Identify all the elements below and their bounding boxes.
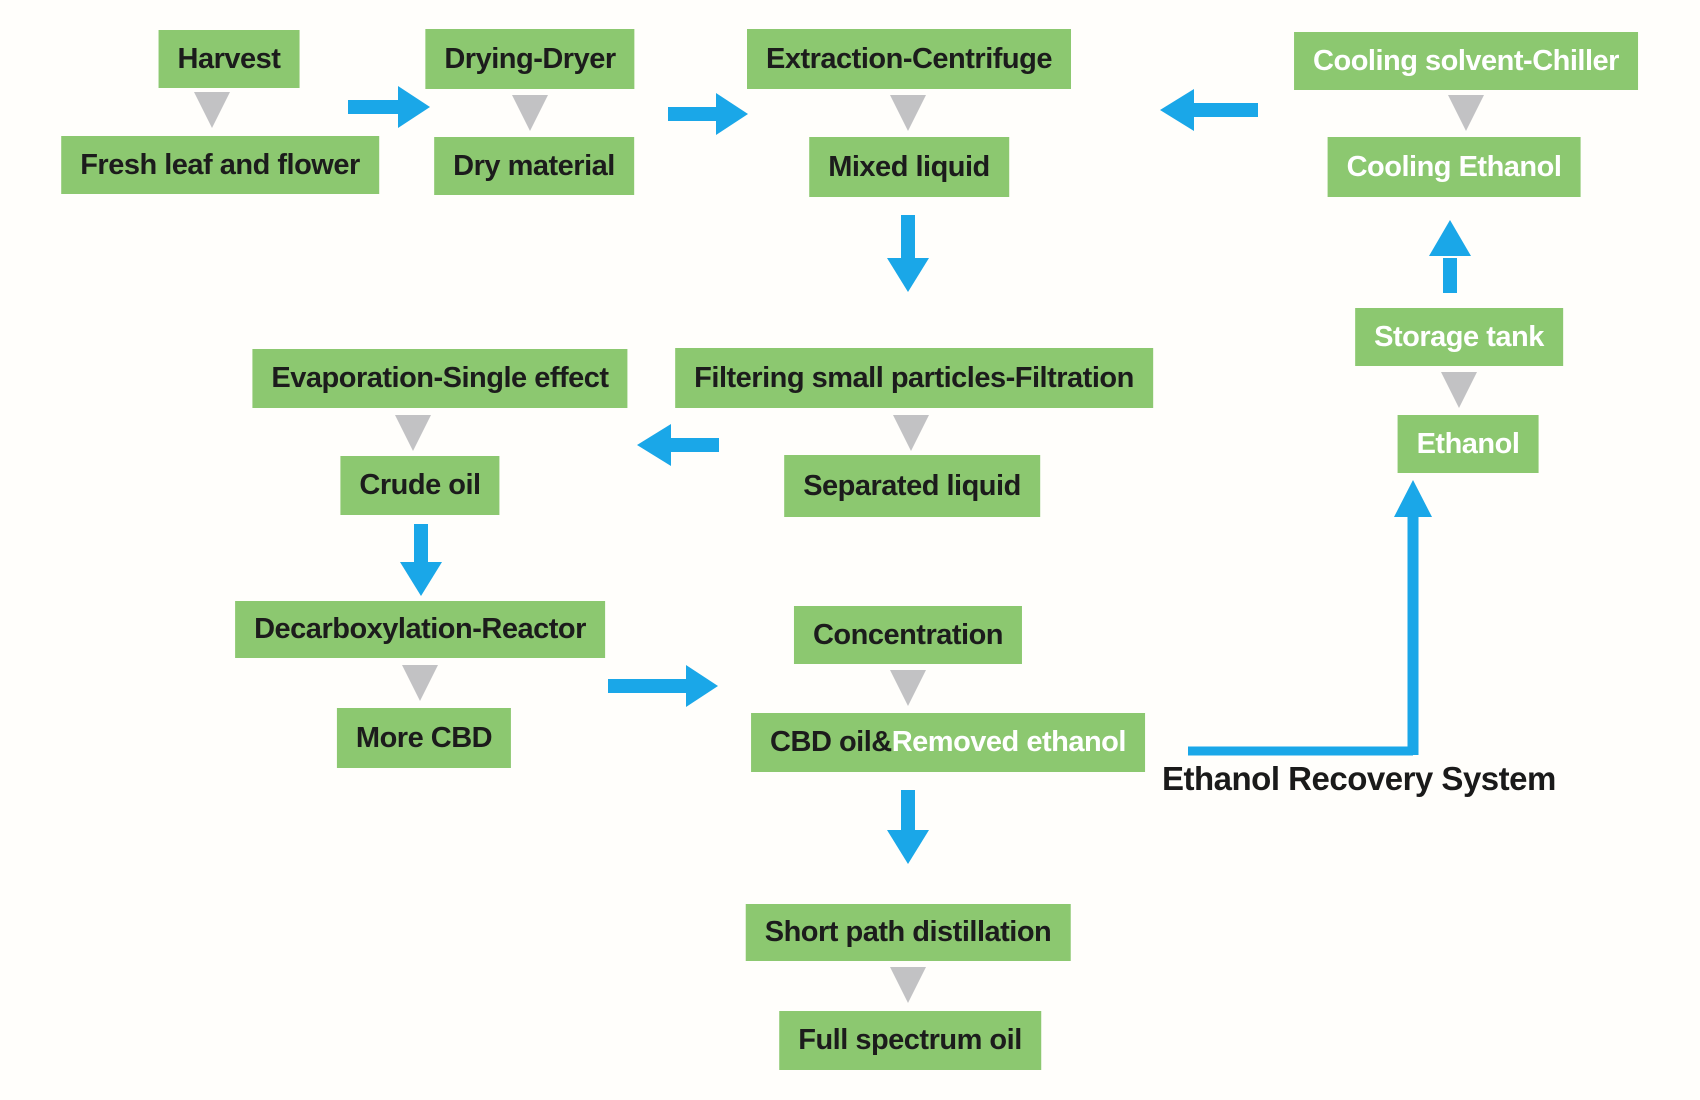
node-decarboxylation: Decarboxylation-Reactor [235, 601, 605, 658]
node-filtering: Filtering small particles-Filtration [675, 348, 1153, 408]
node-drying: Drying-Dryer [425, 29, 635, 89]
node-harvest: Harvest [158, 30, 300, 88]
triangle-evaporation-output [395, 415, 431, 451]
arrow-morecbd-to-cbdoil [608, 665, 718, 707]
arrow-storagetank-to-coolingethanol [1429, 220, 1471, 293]
triangle-decarb-output [402, 665, 438, 701]
node-dry-material: Dry material [434, 137, 634, 195]
cbd-oil-label-part: CBD oil& [770, 726, 892, 758]
triangle-concentration-output [890, 670, 926, 706]
triangle-shortpath-output [890, 967, 926, 1003]
node-short-path-distillation: Short path distillation [745, 904, 1071, 961]
removed-ethanol-label-part: Removed ethanol [891, 726, 1127, 758]
arrow-ethanol-recovery-loop [1188, 480, 1432, 756]
node-evaporation: Evaporation-Single effect [252, 349, 628, 408]
node-full-spectrum-oil: Full spectrum oil [779, 1011, 1041, 1070]
arrow-crudeoil-to-decarb [400, 524, 442, 596]
node-cooling-solvent-chiller: Cooling solvent-Chiller [1294, 32, 1638, 90]
arrow-drymaterial-to-extraction [668, 93, 748, 135]
node-extraction: Extraction-Centrifuge [747, 29, 1071, 89]
ethanol-recovery-system-label: Ethanol Recovery System [1162, 760, 1556, 797]
node-storage-tank: Storage tank [1355, 308, 1563, 366]
arrow-mixedliquid-to-filtering [887, 215, 929, 292]
triangle-storage-output [1441, 372, 1477, 408]
arrow-coolingethanol-to-extraction [1160, 89, 1258, 131]
arrow-freshleaf-to-drying [348, 86, 430, 128]
node-crude-oil: Crude oil [340, 456, 500, 515]
arrow-cbdoil-to-shortpath [887, 790, 929, 864]
node-cbd-oil-removed-ethanol: CBD oil&Removed ethanol [751, 713, 1145, 772]
triangle-chiller-output [1448, 95, 1484, 131]
triangle-extraction-output [890, 95, 926, 131]
arrow-separated-to-evaporation [637, 424, 719, 466]
node-cooling-ethanol: Cooling Ethanol [1327, 137, 1581, 197]
node-mixed-liquid: Mixed liquid [809, 137, 1009, 197]
node-more-cbd: More CBD [336, 708, 512, 768]
node-ethanol: Ethanol [1397, 415, 1539, 473]
triangle-harvest-output [194, 92, 230, 128]
triangle-filtering-output [893, 415, 929, 451]
node-separated-liquid: Separated liquid [784, 455, 1040, 517]
node-fresh-leaf: Fresh leaf and flower [61, 136, 379, 194]
node-concentration: Concentration [793, 606, 1023, 664]
triangle-drying-output [512, 95, 548, 131]
